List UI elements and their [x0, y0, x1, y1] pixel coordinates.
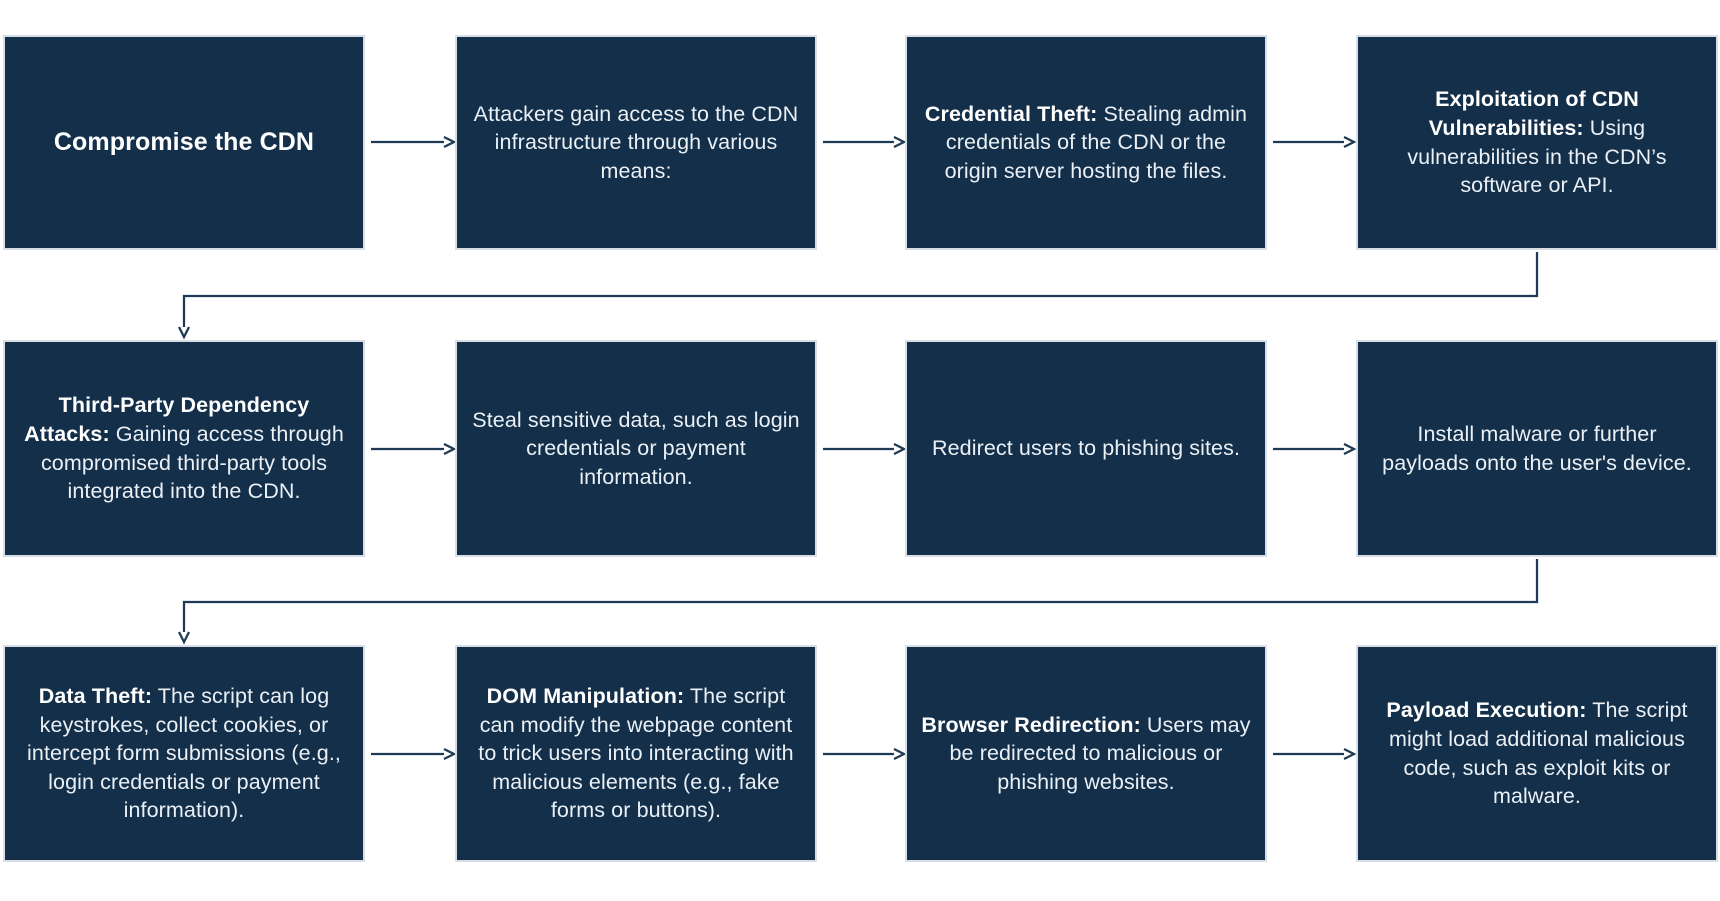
box-body-text: The script can modify the webpage conten… [478, 684, 794, 823]
box-text: Install malware or further payloads onto… [1371, 420, 1703, 477]
elbow-arrow-down-icon [177, 559, 1539, 645]
box-body-text: The script might load additional malicio… [1389, 698, 1688, 809]
box-bold-label: Browser Redirection: [921, 712, 1141, 737]
box-data-theft: Data Theft: The script can log keystroke… [3, 645, 365, 862]
box-body-text: Steal sensitive data, such as login cred… [472, 407, 800, 489]
box-text: Browser Redirection: Users may be redire… [920, 711, 1252, 797]
box-dom-manipulation: DOM Manipulation: The script can modify … [455, 645, 817, 862]
box-bold-label: Exploitation of CDN Vulnerabilities: [1428, 87, 1639, 140]
box-text: Compromise the CDN [54, 126, 314, 159]
box-text: Data Theft: The script can log keystroke… [18, 682, 350, 825]
box-text: Steal sensitive data, such as login cred… [470, 406, 802, 492]
box-bold-label: Data Theft: [38, 684, 153, 709]
box-third-party-dependency-attacks: Third-Party Dependency Attacks: Gaining … [3, 340, 365, 557]
box-bold-label: Credential Theft: [924, 101, 1098, 126]
box-compromise-the-cdn: Compromise the CDN [3, 35, 365, 250]
box-body-text: Using vulnerabilities in the CDN’s softw… [1407, 115, 1667, 198]
box-text: DOM Manipulation: The script can modify … [470, 682, 802, 825]
box-body-text: Redirect users to phishing sites. [931, 436, 1241, 461]
box-steal-sensitive-data: Steal sensitive data, such as login cred… [455, 340, 817, 557]
elbow-arrow-down-icon [177, 252, 1539, 340]
box-body-text: Stealing admin credentials of the CDN or… [944, 101, 1248, 183]
box-browser-redirection: Browser Redirection: Users may be redire… [905, 645, 1267, 862]
box-text: Attackers gain access to the CDN infrast… [470, 100, 802, 186]
box-bold-label: Payload Execution: [1386, 698, 1587, 723]
box-cdn-vulnerability-exploitation: Exploitation of CDN Vulnerabilities: Usi… [1356, 35, 1718, 250]
box-redirect-users-phishing: Redirect users to phishing sites. [905, 340, 1267, 557]
box-text: Credential Theft: Stealing admin credent… [920, 100, 1252, 186]
box-bold-label: Compromise the CDN [53, 127, 315, 156]
box-body-text: Users may be redirected to malicious or … [949, 712, 1251, 794]
box-body-text: Gaining access through compromised third… [40, 421, 344, 504]
box-text: Exploitation of CDN Vulnerabilities: Usi… [1371, 85, 1703, 199]
box-payload-execution: Payload Execution: The script might load… [1356, 645, 1718, 862]
box-credential-theft: Credential Theft: Stealing admin credent… [905, 35, 1267, 250]
box-text: Third-Party Dependency Attacks: Gaining … [18, 391, 350, 505]
box-attacker-access-methods: Attackers gain access to the CDN infrast… [455, 35, 817, 250]
box-body-text: Attackers gain access to the CDN infrast… [473, 101, 799, 183]
box-body-text: Install malware or further payloads onto… [1382, 421, 1692, 475]
box-text: Redirect users to phishing sites. [932, 434, 1240, 463]
box-bold-label: Third-Party Dependency Attacks: [24, 393, 310, 446]
box-bold-label: DOM Manipulation: [486, 684, 685, 709]
box-body-text: The script can log keystrokes, collect c… [27, 684, 341, 823]
box-install-malware: Install malware or further payloads onto… [1356, 340, 1718, 557]
box-text: Payload Execution: The script might load… [1371, 696, 1703, 810]
